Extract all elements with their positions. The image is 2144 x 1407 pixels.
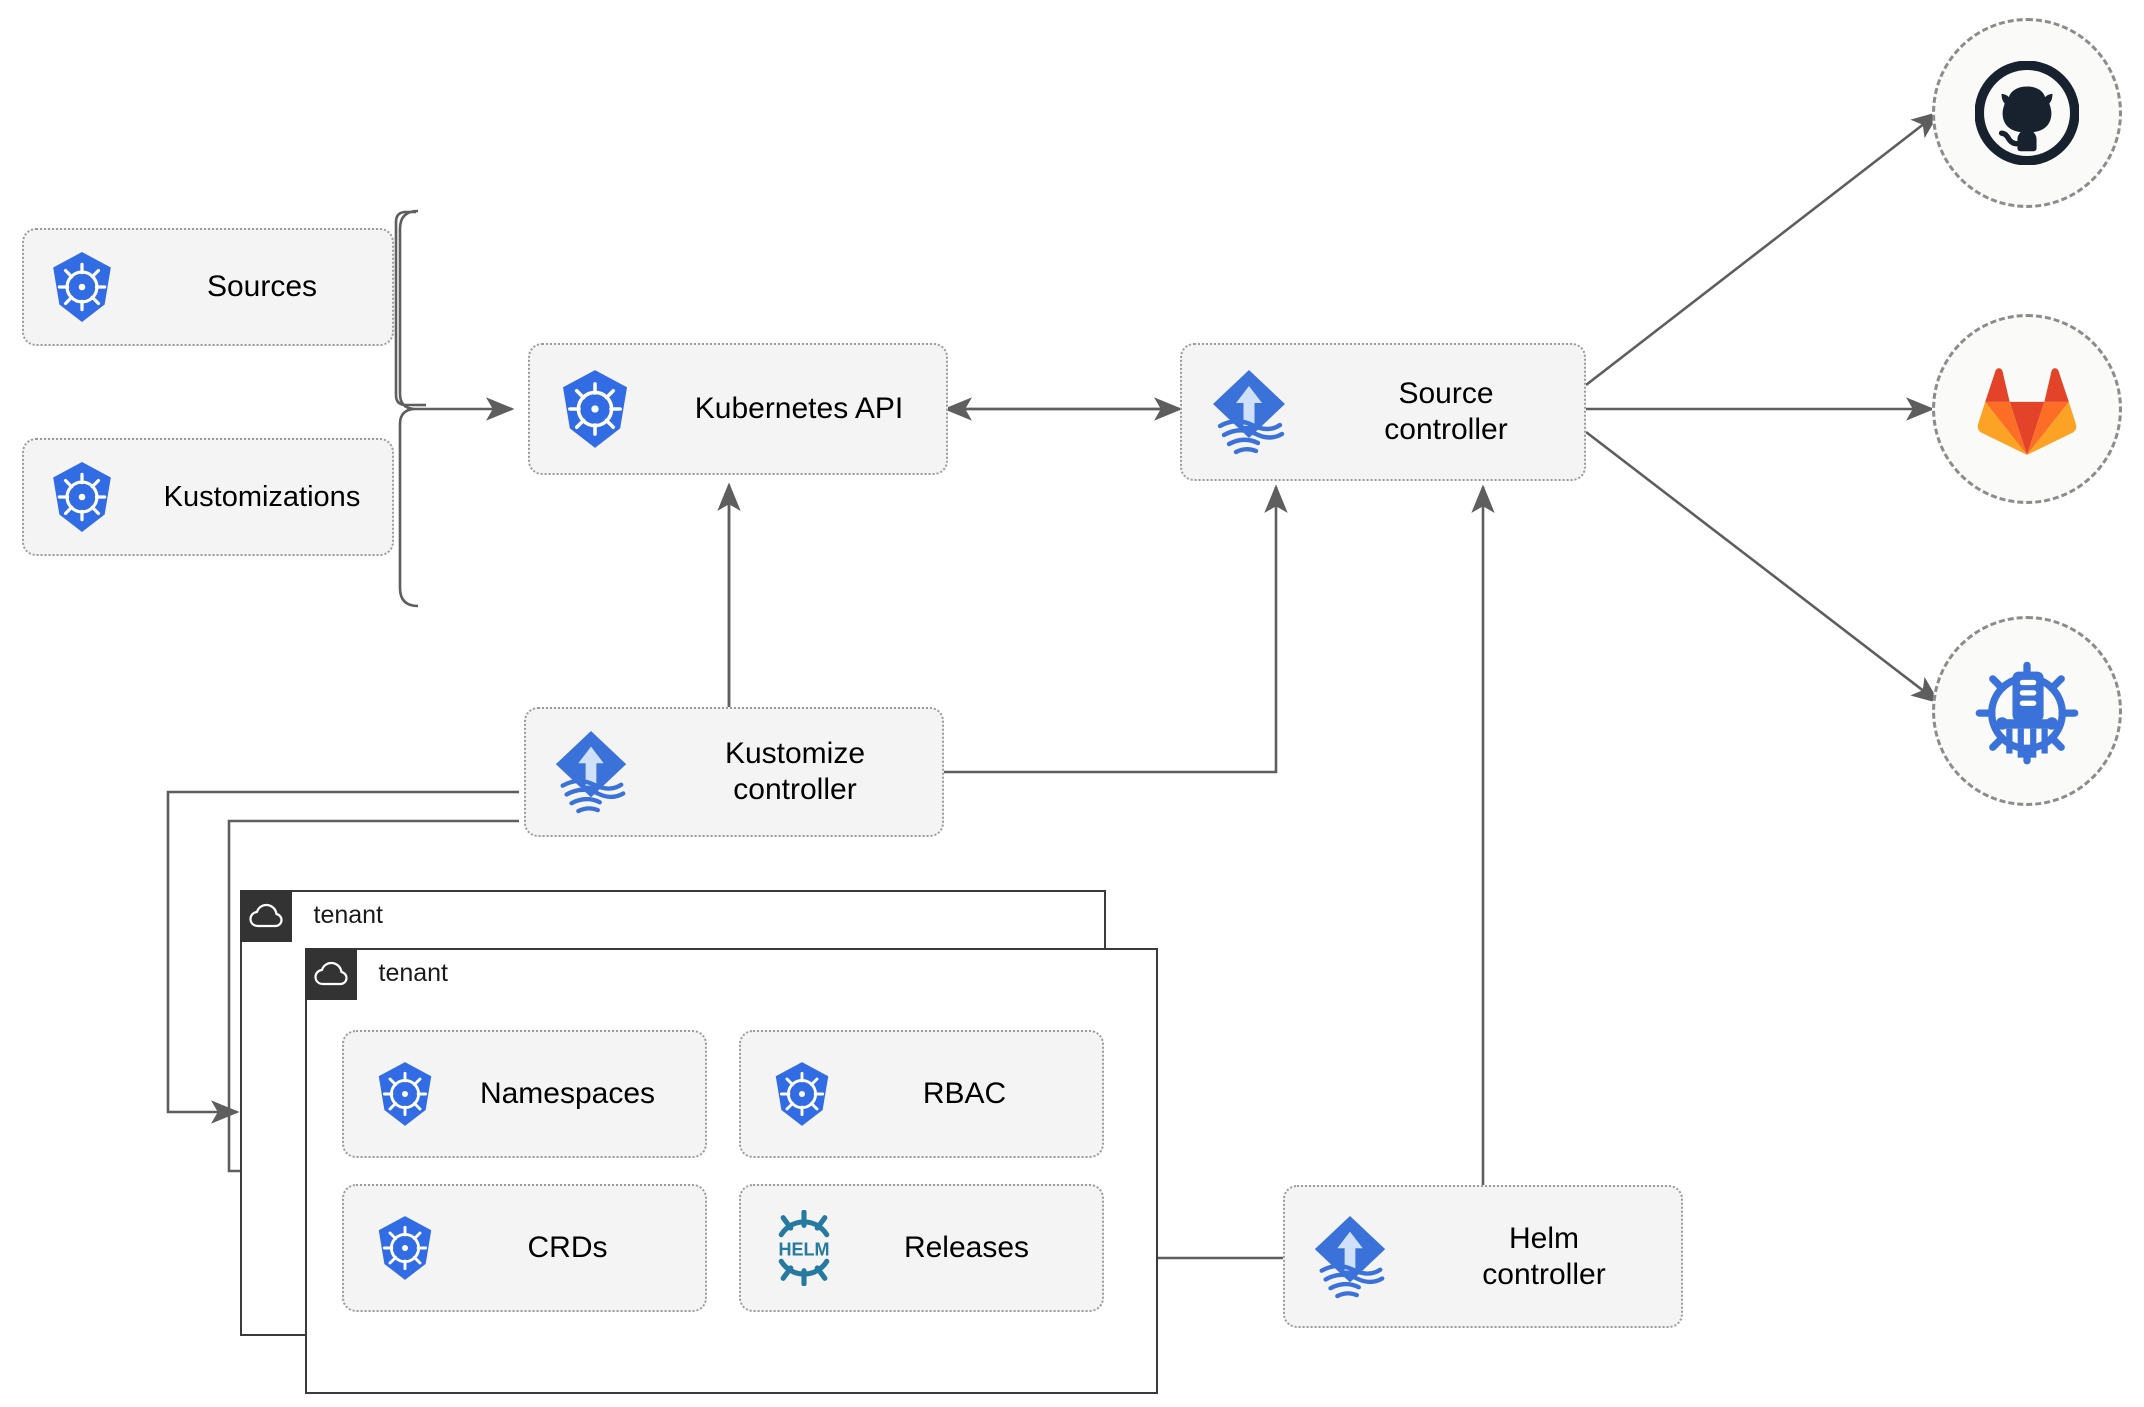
helm-icon-svg: HELM <box>779 1210 830 1286</box>
kubernetes-icon <box>24 461 140 533</box>
node-label: Kubernetes API <box>694 392 904 425</box>
flux-icon <box>1182 364 1316 460</box>
kubernetes-icon <box>24 251 140 323</box>
tenant-title: tenant <box>378 959 449 987</box>
flux-icon <box>526 725 656 819</box>
node-helm-controller[interactable]: Helm controller <box>1283 1185 1683 1328</box>
provider-helm-repository[interactable] <box>1932 616 2122 806</box>
resource-label: Namespaces <box>479 1077 656 1110</box>
node-sources[interactable]: Sources <box>22 228 394 346</box>
tenant-resource-namespaces[interactable]: Namespaces <box>342 1030 707 1158</box>
kubernetes-icon-svg <box>378 1062 432 1126</box>
node-label: Sources <box>206 270 318 303</box>
flux-icon-svg <box>1213 370 1285 455</box>
kubernetes-icon <box>366 1215 444 1281</box>
tenant-container-inner[interactable]: tenant <box>304 947 1158 1394</box>
provider-github[interactable] <box>1932 18 2122 208</box>
tenant-resource-rbac[interactable]: RBAC <box>739 1030 1104 1158</box>
cloud-icon <box>304 947 357 1000</box>
tenant-header: tenant <box>304 947 449 1000</box>
node-source-controller[interactable]: Source controller <box>1180 343 1586 481</box>
kubernetes-icon-svg <box>378 1216 432 1280</box>
node-label: Source controller <box>1384 377 1508 446</box>
gitlab-icon <box>1977 368 2077 455</box>
kubernetes-icon <box>530 369 660 449</box>
flux-icon-svg <box>555 730 627 814</box>
svg-text:HELM: HELM <box>779 1240 830 1260</box>
cloud-icon-svg <box>248 903 283 927</box>
tenant-resource-grid: Namespaces RBAC <box>342 1030 1104 1312</box>
kubernetes-icon-svg <box>563 370 627 448</box>
resource-label: Releases <box>903 1231 1030 1264</box>
tenant-title: tenant <box>313 901 384 929</box>
kubernetes-icon-svg <box>53 252 111 322</box>
resource-label: CRDs <box>527 1231 608 1264</box>
node-kubernetes-api[interactable]: Kubernetes API <box>528 343 948 475</box>
node-label: Kustomize controller <box>724 737 866 806</box>
cloud-icon-svg <box>313 961 348 985</box>
github-icon <box>1975 61 2079 165</box>
kubernetes-icon <box>366 1061 444 1127</box>
flux-icon-svg <box>1314 1215 1386 1298</box>
kubernetes-icon-svg <box>53 462 111 532</box>
node-label: Helm controller <box>1482 1221 1606 1291</box>
kubernetes-icon-svg <box>775 1062 829 1126</box>
tenant-resource-releases[interactable]: HELM Releases <box>739 1184 1104 1312</box>
node-kustomize-controller[interactable]: Kustomize controller <box>524 707 944 837</box>
node-label: Kustomizations <box>163 480 361 513</box>
helm-chart-repo-icon <box>1975 661 2079 765</box>
tenant-resource-crds[interactable]: CRDs <box>342 1184 707 1312</box>
node-kustomizations[interactable]: Kustomizations <box>22 438 394 556</box>
tenant-header: tenant <box>239 889 384 942</box>
flux-icon <box>1285 1210 1415 1304</box>
resource-label: RBAC <box>922 1077 1007 1110</box>
provider-gitlab[interactable] <box>1932 314 2122 504</box>
cloud-icon <box>239 889 292 942</box>
kubernetes-icon <box>763 1061 841 1127</box>
helm-icon: HELM <box>763 1210 845 1286</box>
